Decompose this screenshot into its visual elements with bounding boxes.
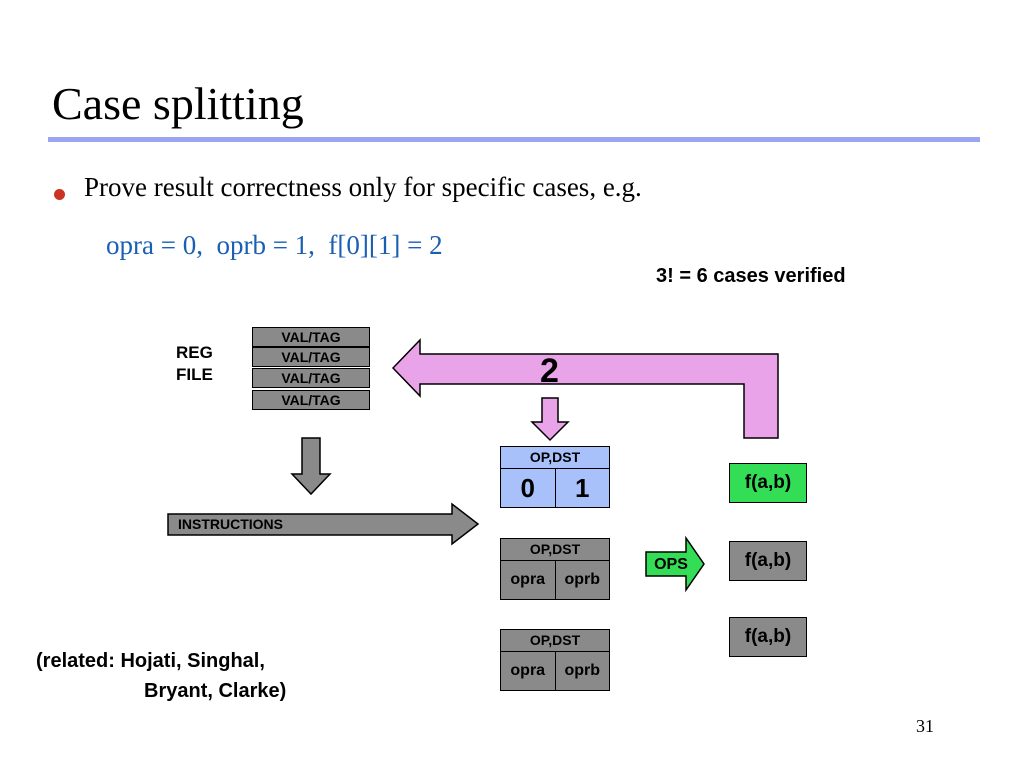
bullet-dot-icon [54, 189, 65, 200]
related-work-line1: (related: Hojati, Singhal, [36, 650, 265, 672]
op-box-header: OP,DST [501, 539, 609, 561]
op-box-left-value: 0 [501, 469, 556, 507]
function-box-highlighted: f(a,b) [729, 463, 807, 503]
reg-file-row: VAL/TAG [252, 347, 370, 367]
op-box-right-value: oprb [564, 662, 601, 679]
title-underline [48, 137, 980, 142]
op-box-header: OP,DST [501, 630, 609, 652]
reg-file-row: VAL/TAG [252, 368, 370, 388]
reg-file-row: VAL/TAG [252, 390, 370, 410]
ops-label: OPS [654, 556, 688, 573]
op-box-right-value: 1 [575, 473, 590, 503]
op-box-header: OP,DST [501, 447, 609, 469]
instructions-arrow-icon [167, 502, 480, 546]
small-down-arrow-icon [530, 397, 570, 442]
feedback-value: 2 [540, 352, 559, 390]
page-number: 31 [916, 716, 934, 736]
reg-file-label-line1: REG [176, 343, 213, 362]
related-work-line2: Bryant, Clarke) [144, 680, 287, 702]
reg-file-row: VAL/TAG [252, 327, 370, 347]
op-box-left-value: opra [501, 652, 556, 690]
op-box: OP,DST opra oprb [500, 538, 610, 600]
feedback-arrow-icon [391, 338, 779, 439]
op-box-left-value: opra [501, 561, 556, 599]
op-box: OP,DST opra oprb [500, 629, 610, 691]
function-box: f(a,b) [729, 617, 807, 657]
example-case: opra = 0, oprb = 1, f[0][1] = 2 [106, 230, 443, 260]
function-box: f(a,b) [729, 541, 807, 581]
cases-verified-note: 3! = 6 cases verified [656, 265, 846, 287]
bullet-text: Prove result correctness only for specif… [84, 172, 642, 202]
op-box-right-value: oprb [564, 571, 601, 588]
reg-file-label-line2: FILE [176, 365, 213, 384]
instructions-label: INSTRUCTIONS [178, 516, 283, 532]
slide-title: Case splitting [52, 78, 304, 129]
ops-arrow-icon [645, 535, 705, 593]
op-box-highlighted: OP,DST 0 1 [500, 446, 610, 508]
reg-file-label: REG FILE [176, 342, 213, 386]
regfile-down-arrow-icon [290, 437, 332, 496]
